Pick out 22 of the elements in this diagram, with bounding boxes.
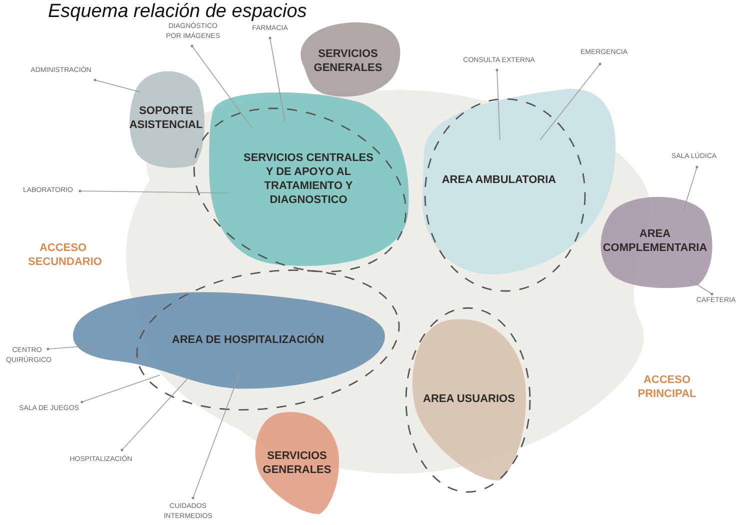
zone-label: SERVICIOS CENTRALES Y DE APOYO AL TRATAMIENTO Y DIAGNOSTICO [242,151,374,207]
zone-label: SERVICIOS GENERALES [262,448,332,476]
leader-line [80,374,160,404]
leader-line [690,280,714,296]
zone-label: AREA COMPLEMENTARIA [602,227,708,255]
leader-line [496,68,500,140]
leader-line [94,78,140,92]
zone-label: AREA USUARIOS [423,392,515,406]
leader-line [190,44,252,128]
leader-line [540,62,602,140]
leader-line [682,166,698,212]
zone-label: SOPORTE ASISTENCIAL [128,104,204,132]
zone-label: SERVICIOS GENERALES [312,47,384,75]
leader-line [192,372,240,500]
access-label: ACCESO PRINCIPAL [636,373,698,401]
zone-label: AREA DE HOSPITALIZACIÓN [170,333,324,347]
leader-line [46,344,100,350]
zone-label: AREA AMBULATORIA [442,173,558,187]
leader-line [78,190,228,194]
leader-line [268,36,286,122]
leader-line [120,376,190,452]
diagram-title: Esquema relación de espacios [48,0,307,22]
